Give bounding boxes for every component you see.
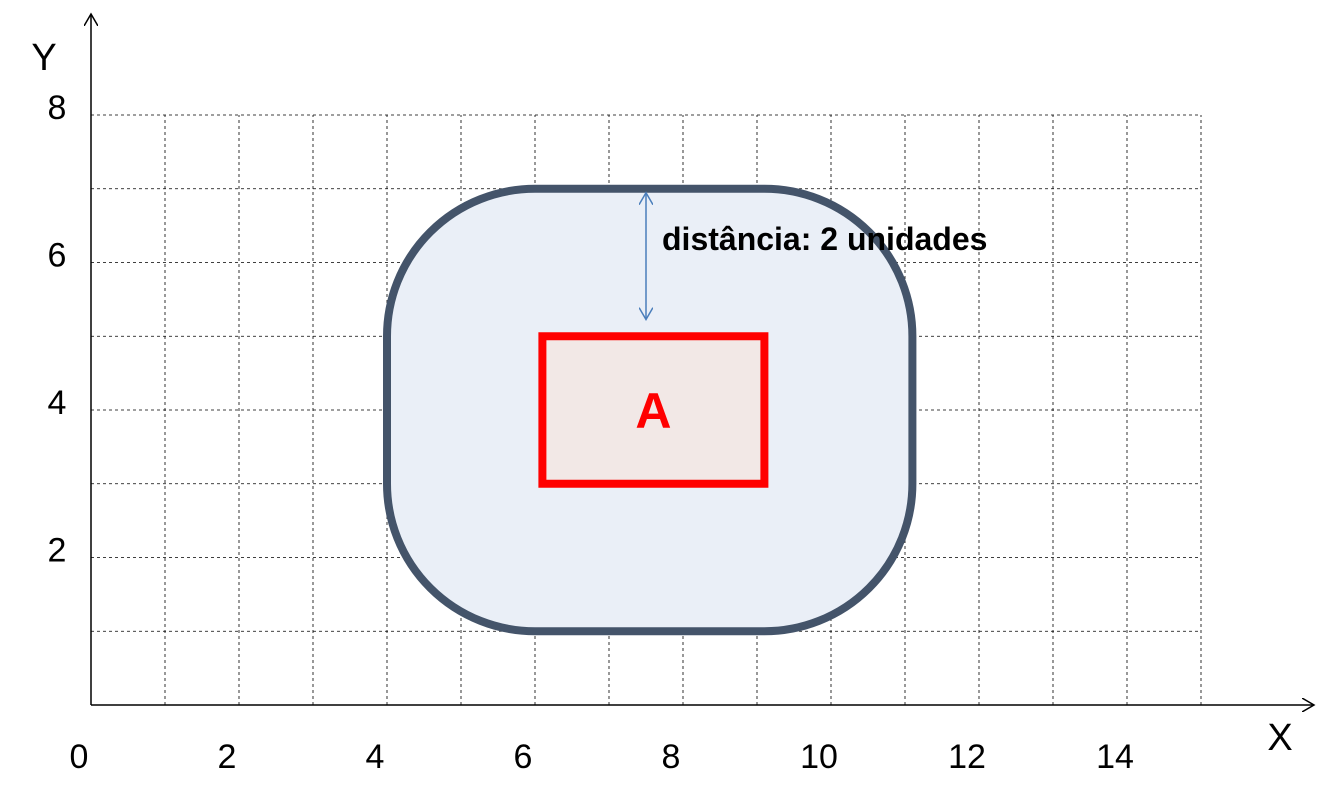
x-tick-label: 10	[800, 738, 838, 776]
y-tick-label: 6	[48, 237, 67, 275]
x-tick-labels: 0 2 4 6 8 10 12 14	[70, 738, 1134, 776]
x-tick-label: 0	[70, 738, 89, 776]
x-tick-label: 14	[1096, 738, 1134, 776]
y-tick-labels: 2 4 6 8	[48, 89, 67, 570]
y-tick-label: 4	[48, 384, 67, 422]
x-tick-label: 4	[366, 738, 385, 776]
distance-annotation: distância: 2 unidades	[662, 221, 987, 257]
y-tick-label: 2	[48, 532, 67, 570]
x-axis-title: X	[1267, 717, 1292, 759]
x-tick-label: 6	[514, 738, 533, 776]
y-axis-title: Y	[31, 37, 56, 79]
rectangle-a-label: A	[635, 383, 671, 439]
x-tick-label: 8	[662, 738, 681, 776]
x-tick-label: 12	[948, 738, 986, 776]
y-tick-label: 8	[48, 89, 67, 127]
rectangle-a	[538, 332, 769, 488]
x-tick-label: 2	[218, 738, 237, 776]
